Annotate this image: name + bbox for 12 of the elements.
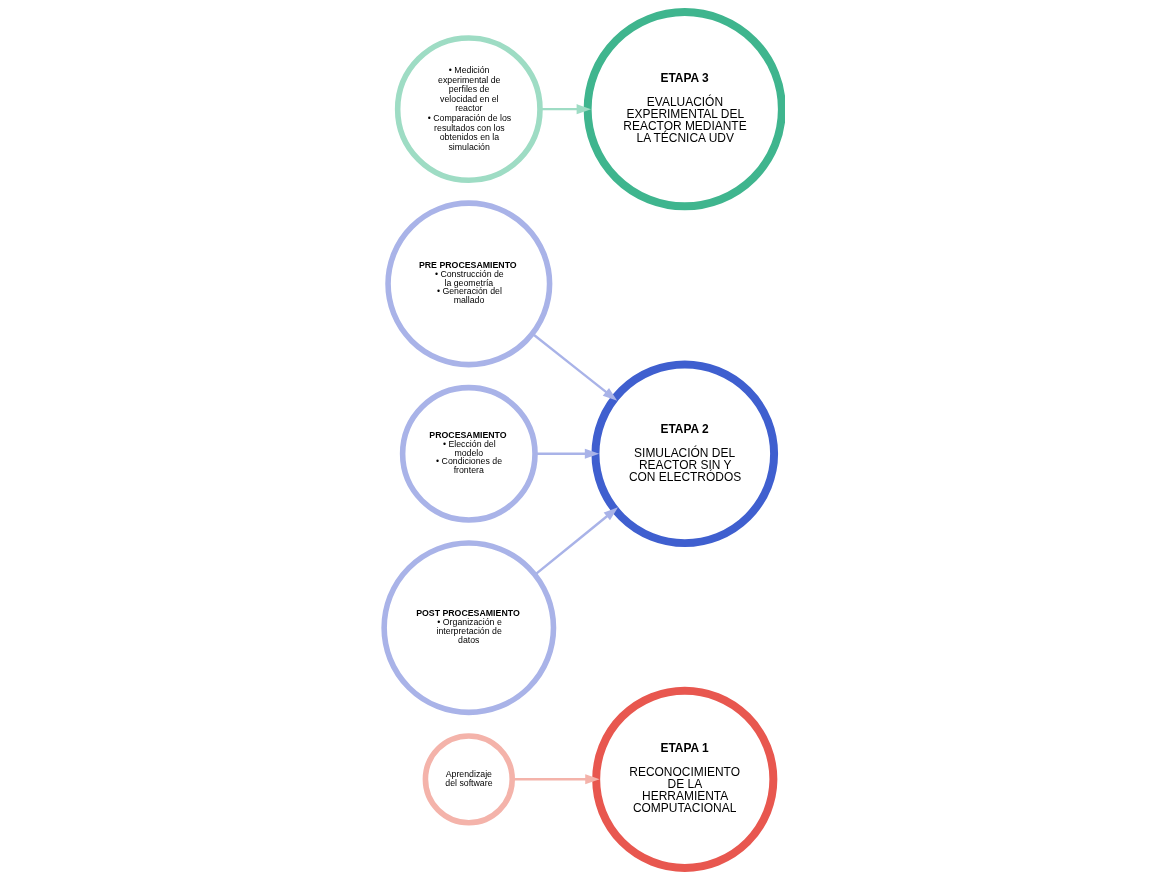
node-circle: • Medición experimental de perfiles de velocidad en el reactor • Comparación de los resultados con los obtenidos en la simulación (394, 35, 543, 184)
node-circle: PROCESAMIENTO • Elección del modelo • Condiciones de frontera (399, 384, 538, 523)
arrow (533, 507, 618, 576)
node-circle: ETAPA 1 RECONOCIMIENTO DE LA HERRAMIENTA COMPUTACIONAL (591, 686, 777, 872)
node-circle: POST PROCESAMIENTO • Organización e interpretación de datos (380, 540, 556, 716)
node-circle: Aprendizaje del software (422, 733, 515, 826)
arrow (534, 448, 599, 459)
arrow (539, 104, 591, 115)
node-circle: ETAPA 2 SIMULACIÓN DEL REACTOR SIN Y CON ELECTRÓDOS (590, 360, 778, 548)
arrow (531, 332, 617, 401)
node-circle: PRE PROCESAMIENTO • Construcción de la geometría • Generación del mallado (384, 200, 552, 368)
node-circle: ETAPA 3 EVALUACIÓN EXPERIMENTAL DEL REACTOR MEDIANTE LA TÉCNICA UDV (583, 8, 785, 211)
